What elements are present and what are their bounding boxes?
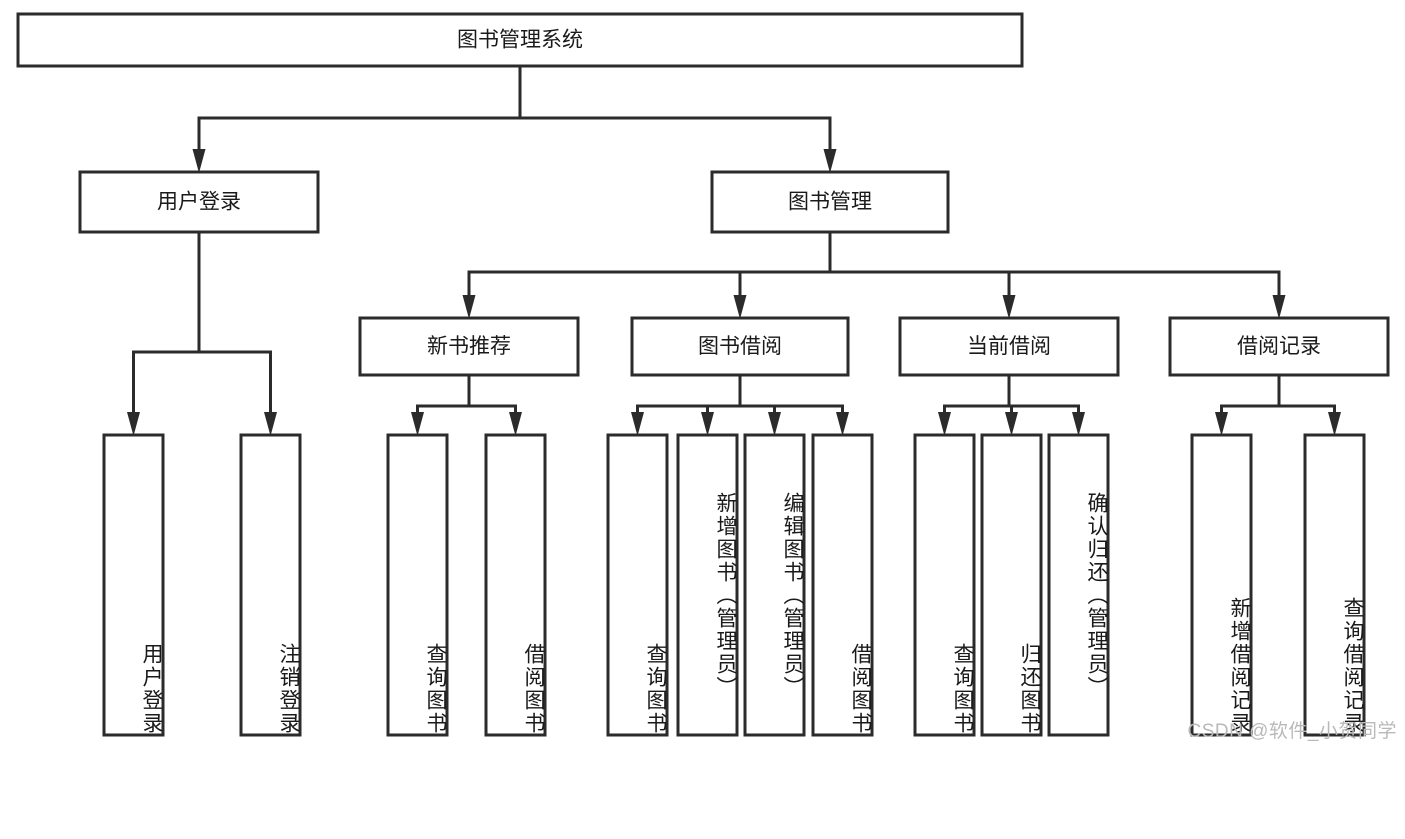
connector-arrowhead [701,412,714,436]
node-box-leaf-borrow-book-rec[interactable] [484,433,547,737]
diagram-canvas: 图书管理系统用户登录图书管理新书推荐图书借阅当前借阅借阅记录 用户登录注销登录查… [16,12,1397,742]
node-box-leaf-add-borrow-record[interactable] [1190,433,1253,737]
node-box-borrow-records[interactable] [1168,316,1390,377]
watermark-csdn: CSDN @软件_小贺同学 [1187,721,1397,742]
connector-arrowhead [631,412,644,436]
node-box-leaf-query-book-current[interactable] [913,433,976,737]
connector-arrowhead [938,412,951,436]
connector-arrowhead [768,412,781,436]
connectors-layer [127,64,1341,436]
node-box-leaf-edit-book-admin[interactable] [743,433,806,737]
connector-arrowhead [823,149,837,173]
connector-arrowhead [1328,412,1341,436]
node-label-new-book-recommend: 新书推荐 [427,335,511,358]
node-box-current-borrow[interactable] [898,316,1120,377]
connector-arrowhead [509,412,522,436]
node-box-book-management[interactable] [710,170,950,234]
node-box-new-book-recommend[interactable] [358,316,580,377]
node-box-leaf-confirm-return-admin[interactable] [1047,433,1110,737]
node-label-user-login: 用户登录 [157,191,241,214]
connector-arrowhead [1002,295,1016,319]
node-label-borrow-records: 借阅记录 [1237,335,1321,358]
connector-arrowhead [411,412,424,436]
node-box-leaf-borrow-book[interactable] [811,433,874,737]
node-label-current-borrow: 当前借阅 [967,335,1051,358]
connector-arrowhead [1072,412,1085,436]
node-box-leaf-user-login[interactable] [102,433,165,737]
node-box-leaf-add-book-admin[interactable] [676,433,739,737]
node-label-book-management: 图书管理 [788,191,872,214]
connector-arrowhead [192,149,206,173]
connector-arrowhead [1215,412,1228,436]
node-box-leaf-query-borrow-record[interactable] [1303,433,1366,737]
node-box-leaf-query-book-borrow[interactable] [606,433,669,737]
connector-arrowhead [1005,412,1018,436]
node-box-leaf-query-book-rec[interactable] [386,433,449,737]
boxes-layer [16,12,1390,737]
connector-arrowhead [1272,295,1286,319]
node-box-leaf-return-book[interactable] [980,433,1043,737]
node-label-root: 图书管理系统 [457,29,583,52]
node-box-leaf-logout[interactable] [239,433,302,737]
connector-arrowhead [127,412,140,436]
connector-arrowhead [836,412,849,436]
connector-arrowhead [462,295,476,319]
node-label-book-borrow: 图书借阅 [698,335,782,358]
node-box-root[interactable] [16,12,1024,68]
node-box-user-login[interactable] [78,170,320,234]
node-box-book-borrow[interactable] [630,316,850,377]
connector-arrowhead [733,295,747,319]
connector-arrowhead [264,412,277,436]
